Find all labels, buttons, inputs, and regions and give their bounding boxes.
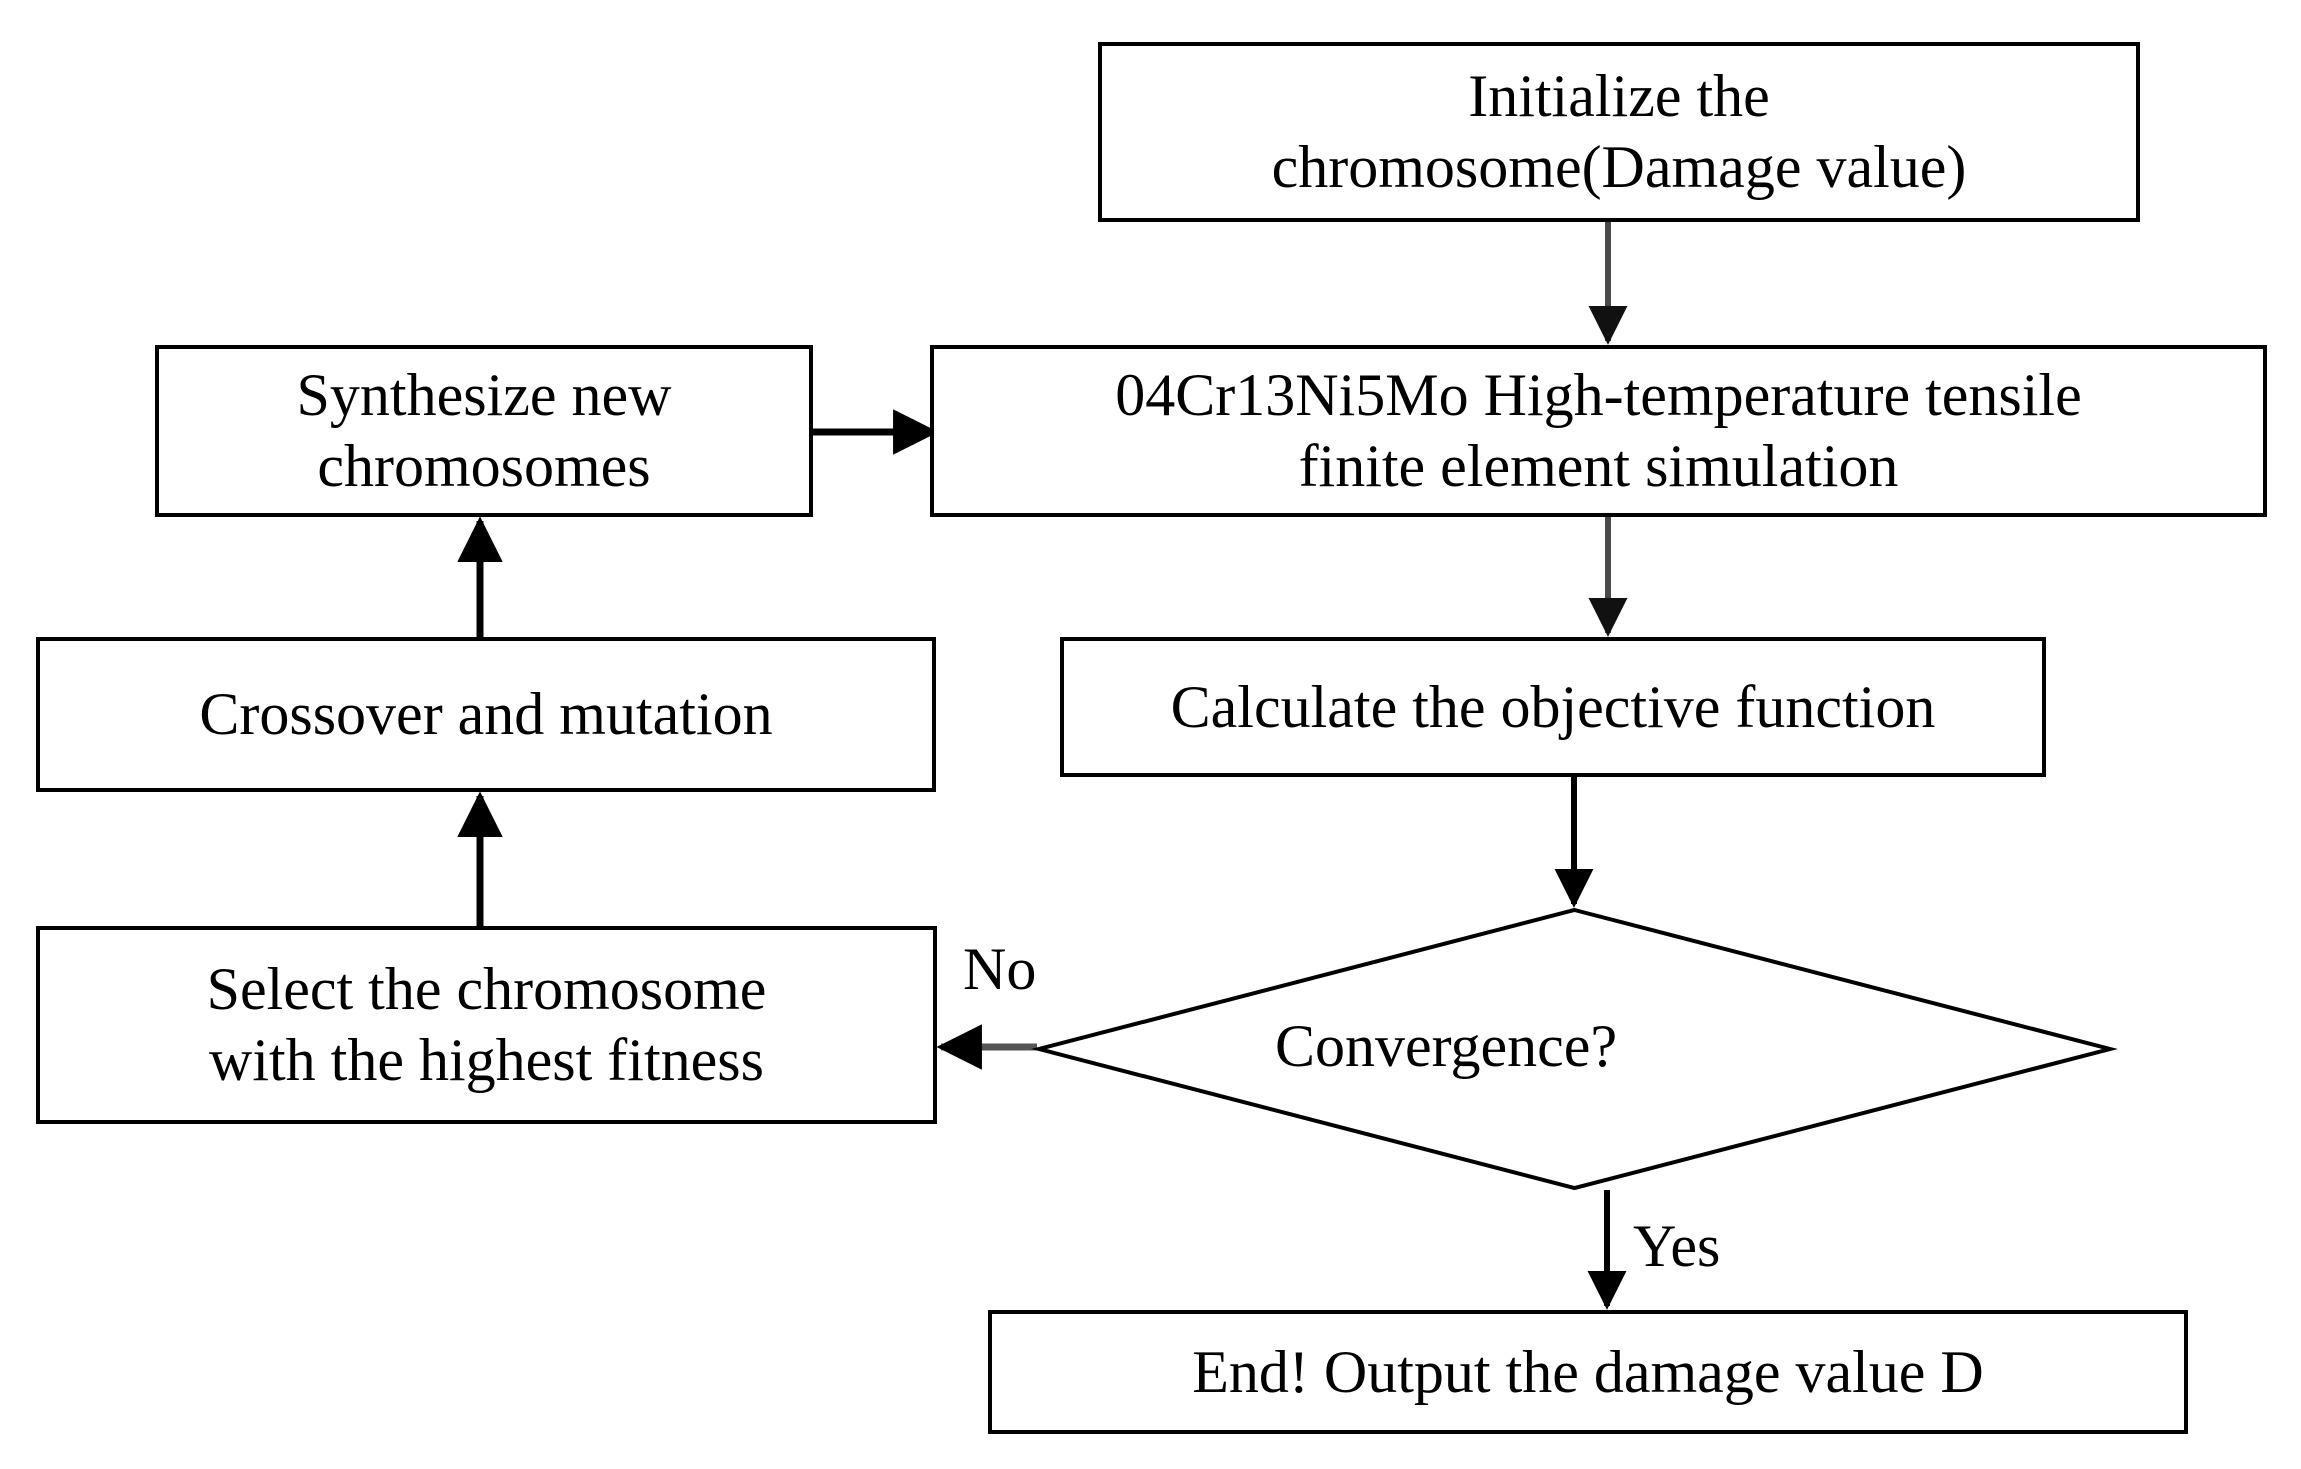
process-node-objective-label: Calculate the objective function [1170,673,1936,740]
process-node-simulation[interactable]: 04Cr13Ni5Mo High-temperature tensile fin… [930,345,2267,517]
process-node-crossover[interactable]: Crossover and mutation [36,637,936,792]
decision-node-convergence-label: Convergence? [1275,1013,1618,1079]
process-node-initialize[interactable]: Initialize the chromosome(Damage value) [1098,42,2140,222]
terminator-node-end-label: End! Output the damage value D [1192,1338,1984,1405]
process-node-synthesize[interactable]: Synthesize new chromosomes [155,345,813,517]
process-node-select-label: Select the chromosome with the highest f… [206,956,767,1093]
process-node-objective[interactable]: Calculate the objective function [1060,637,2046,777]
process-node-crossover-label: Crossover and mutation [199,681,773,748]
process-node-select[interactable]: Select the chromosome with the highest f… [36,926,937,1124]
terminator-node-end[interactable]: End! Output the damage value D [988,1310,2188,1434]
edge-label-no: No [963,936,1037,1002]
edge-label-yes: Yes [1633,1213,1721,1279]
decision-node-convergence[interactable] [1031,907,2118,1191]
process-node-initialize-label: Initialize the chromosome(Damage value) [1271,63,1967,200]
decision-diamond-shape [1031,907,2118,1191]
process-node-simulation-label: 04Cr13Ni5Mo High-temperature tensile fin… [1115,362,2082,499]
process-node-synthesize-label: Synthesize new chromosomes [296,362,672,499]
